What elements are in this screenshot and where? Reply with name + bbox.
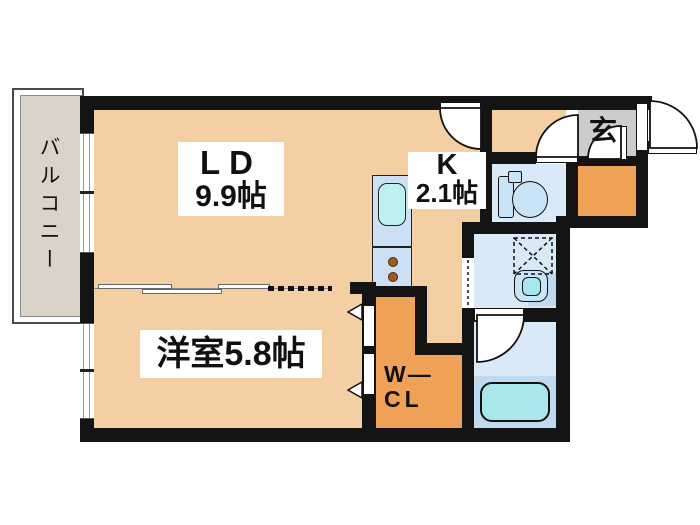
washbasin-bowl [522,277,541,296]
wall-segment [427,343,474,355]
kitchen-area: 2.1帖 [415,178,479,209]
kitchen-name: K [436,149,458,181]
wall-segment [80,96,652,110]
wall-segment [578,156,636,166]
counter-divider [372,246,412,248]
ld-label: LD 9.9帖 [178,142,284,216]
sliding-door-panel [142,289,222,294]
wall-segment [362,286,427,297]
entrance-doorway [637,104,647,150]
sliding-door-panel [218,284,270,289]
entrance-door-leaf [648,141,697,154]
entrance-label: 玄 [589,115,618,146]
wall-segment [415,286,427,355]
kitchen-label: K 2.1帖 [408,149,486,209]
stove-burner-icon [388,257,398,267]
sliding-door-track [94,288,332,289]
balcony: バルコニー [12,88,84,324]
toilet-flush-icon [508,171,522,183]
ld-area: 9.9帖 [195,179,267,213]
western-room-label: 洋室5.8帖 [140,330,322,378]
wall-segment [556,222,570,442]
stove-burner-icon [388,272,398,282]
ld-name: LD [200,144,262,181]
wcl-line2: CL [384,386,423,413]
kitchen-sink [378,183,406,226]
window [80,323,94,419]
balcony-label: バルコニー [37,136,60,276]
wcl-line1: W— [384,361,433,387]
door-leaf [536,150,578,163]
bathroom-door-leaf [474,308,524,321]
shoe-storage [578,166,636,216]
bathtub [480,382,550,422]
walk-in-closet-floor [376,355,462,428]
wall-segment [350,282,362,294]
walk-in-closet-label: W— CL [384,361,444,413]
wall-segment [566,160,578,228]
wall-segment [492,152,536,164]
closet-door-leaf [363,305,375,347]
toilet-bowl [512,181,548,218]
sliding-door-open-section [268,286,332,291]
window [80,133,94,253]
wall-segment [80,428,570,442]
wall-segment [556,216,648,228]
closet-door-leaf [363,353,375,395]
passage-floor [427,288,462,343]
door-leaf [440,102,481,114]
sliding-door-panel [98,284,172,289]
wall-segment [474,222,568,234]
balcony-floor [20,95,82,317]
wall-segment [462,222,474,428]
hallway-floor [492,110,566,152]
folding-door [462,258,474,308]
